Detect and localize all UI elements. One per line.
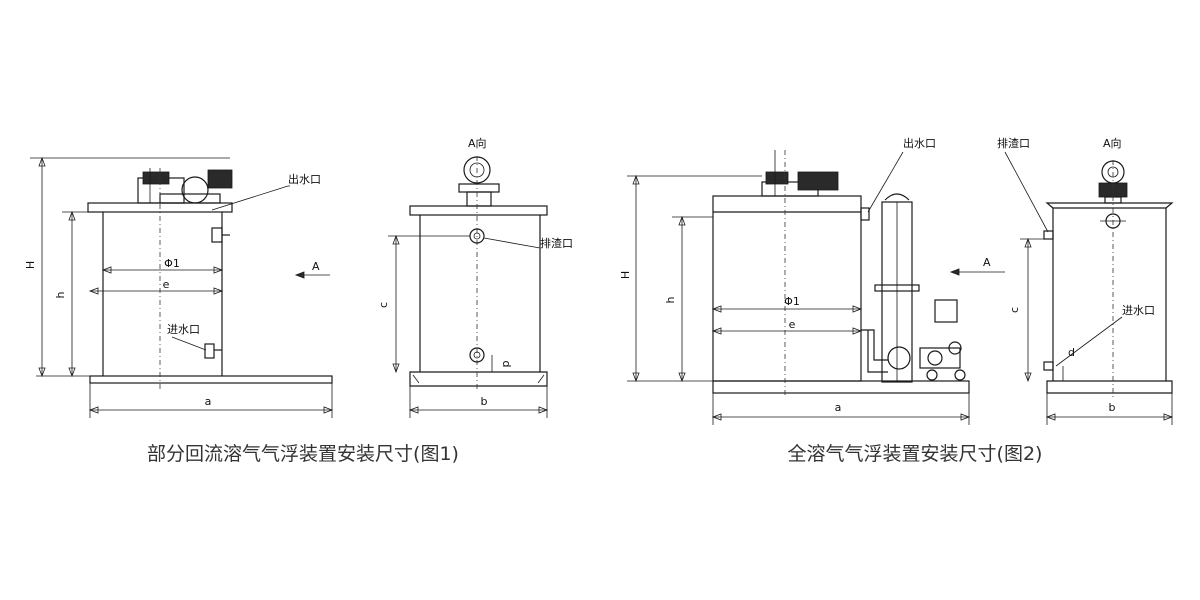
fig1-base-plate [89,375,333,384]
fig2-caption: 全溶气气浮装置安装尺寸(图2) [788,443,1043,465]
fig1-dim-b: b [481,395,488,408]
fig1-side-top-flange [409,205,548,216]
fig1-dim-H: H [24,261,37,269]
fig2-outlet-label: 出水口 [903,136,936,150]
fig1-dim-d: d [500,361,513,368]
fig2-dim-a: a [835,401,842,414]
fig2-dim-c: c [1008,307,1021,313]
fig2-sludge-port [1043,230,1054,240]
fig1-outlet-pipe [211,227,223,243]
fig1-inlet-label: 进水口 [167,323,200,336]
fig2-dim-phi: Φ1 [784,295,800,308]
fig1-sludge-label: 排渣口 [540,236,573,250]
fig1-side-view: A向 排渣口 c d b [377,136,573,418]
fig1-side-inlet-port [469,347,485,363]
fig1-outlet-label: 出水口 [288,172,321,186]
fig1-dim-h: h [54,291,67,298]
fig1-dim-a: a [205,395,212,408]
fig2-air-vessel [874,193,920,383]
fig1-dim-e: e [163,278,170,291]
fig1-dim-phi: Φ1 [164,257,180,270]
fig2-side-top-rim [1045,202,1174,209]
fig2-tank [712,195,862,382]
fig1-inlet-pipe [204,343,215,359]
fig2-dim-b: b [1109,401,1116,414]
fig2-dim-e: e [789,318,796,331]
fig2-dim-d: d [1068,346,1075,359]
fig1-side-base [409,371,548,387]
fig2-front-view: H h Φ1 e a A 出水口 [619,136,1005,425]
fig2-arrow-A: A [983,256,991,269]
fig2-inlet-label: 进水口 [1122,304,1155,317]
fig2-side-view: A向 排渣口 进水口 c d b [997,136,1174,425]
fig1-dim-c: c [377,302,390,308]
fig2-pump-assembly [861,299,966,381]
fig1-caption: 部分回流溶气气浮装置安装尺寸(图1) [147,443,459,465]
fig2-dim-h: h [664,296,677,303]
fig2-base-plate [712,380,970,394]
fig2-side-motor [1098,160,1128,204]
fig1-view-label: A向 [468,136,487,150]
fig1-motor-assembly [137,168,233,204]
fig1-arrow-A: A [312,260,320,273]
fig2-sludge-label: 排渣口 [997,136,1030,150]
fig2-view-label: A向 [1103,136,1122,150]
fig2-inlet-port [1043,361,1054,371]
fig2-dim-H: H [619,271,632,279]
fig1-front-view: H h Φ1 e a A 出水口 进水口 [24,156,334,418]
fig1-side-motor [458,156,500,207]
fig2-side-base [1046,380,1173,394]
fig2-motor-assembly [761,150,839,197]
fig2-outlet-pipe [860,207,870,221]
